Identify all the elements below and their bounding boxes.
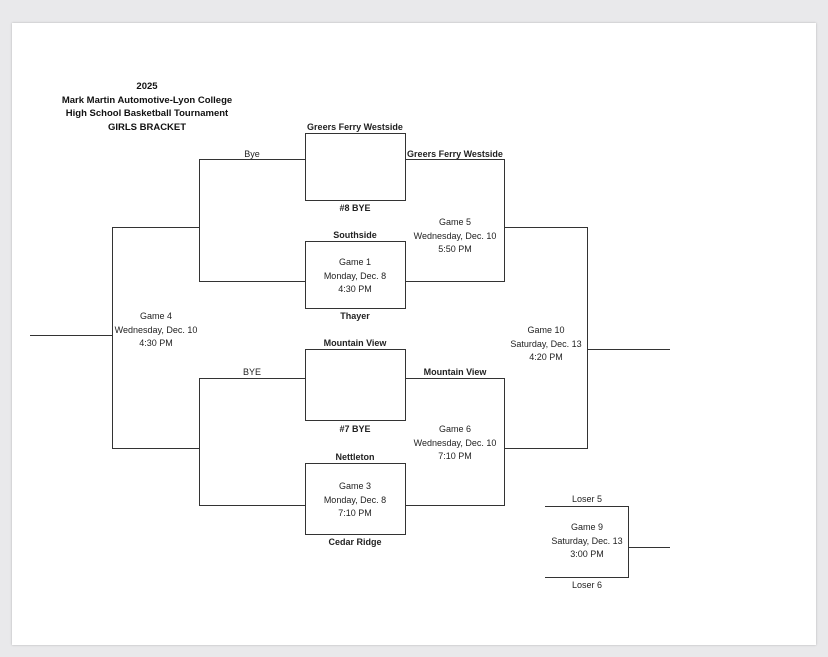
bracket-title: 2025 Mark Martin Automotive-Lyon College… bbox=[62, 80, 232, 134]
title-sponsor: Mark Martin Automotive-Lyon College bbox=[61, 94, 233, 106]
game4-date: Wednesday, Dec. 10 bbox=[114, 324, 198, 335]
game1-name: Game 1 bbox=[338, 257, 371, 267]
game3-name: Game 3 bbox=[338, 481, 371, 491]
game5-time: 5:50 PM bbox=[438, 244, 472, 254]
team-cedar-ridge: Cedar Ridge bbox=[328, 537, 382, 547]
game3-time: 7:10 PM bbox=[338, 508, 372, 518]
team-nettleton: Nettleton bbox=[335, 452, 375, 462]
game10-date: Saturday, Dec. 13 bbox=[510, 338, 582, 349]
game10-name: Game 10 bbox=[527, 325, 565, 335]
bye-label-bottom: BYE bbox=[242, 367, 262, 377]
game4-name: Game 4 bbox=[139, 311, 172, 321]
game4-bottom-bracket bbox=[199, 378, 305, 506]
advance-mountain-view: Mountain View bbox=[423, 367, 487, 377]
seed-7-bye: #7 BYE bbox=[339, 424, 371, 434]
game6-date: Wednesday, Dec. 10 bbox=[413, 437, 497, 448]
game6-name: Game 6 bbox=[438, 424, 471, 434]
game10-time: 4:20 PM bbox=[529, 352, 563, 362]
game9-time: 3:00 PM bbox=[570, 549, 604, 559]
bye-box-top bbox=[305, 133, 406, 201]
game4-outer-bracket bbox=[112, 227, 199, 449]
game5-info: Game 5 Wednesday, Dec. 10 5:50 PM bbox=[414, 216, 497, 257]
bye-box-bottom bbox=[305, 349, 406, 421]
bye-label-top: Bye bbox=[244, 149, 260, 159]
game10-bracket bbox=[505, 227, 588, 449]
title-year: 2025 bbox=[136, 81, 158, 92]
loser-6-label: Loser 6 bbox=[571, 580, 603, 590]
team-southside: Southside bbox=[333, 230, 377, 240]
title-event: High School Basketball Tournament bbox=[65, 108, 229, 119]
game6-info: Game 6 Wednesday, Dec. 10 7:10 PM bbox=[414, 423, 497, 464]
game5-name: Game 5 bbox=[438, 217, 471, 227]
game1-info: Game 1 Monday, Dec. 8 4:30 PM bbox=[324, 256, 386, 297]
game9-date: Saturday, Dec. 13 bbox=[551, 535, 623, 546]
game3-box bbox=[305, 463, 406, 535]
game10-info: Game 10 Saturday, Dec. 13 4:20 PM bbox=[510, 324, 581, 365]
game6-bracket bbox=[406, 378, 505, 506]
team-thayer: Thayer bbox=[340, 311, 370, 321]
game1-date: Monday, Dec. 8 bbox=[323, 270, 387, 281]
loser-5-label: Loser 5 bbox=[571, 494, 603, 504]
game3-info: Game 3 Monday, Dec. 8 7:10 PM bbox=[324, 480, 386, 521]
game1-box bbox=[305, 241, 406, 309]
game9-bracket bbox=[545, 506, 629, 578]
bracket-sheet bbox=[12, 23, 816, 645]
advance-greers-ferry-westside: Greers Ferry Westside bbox=[407, 149, 503, 159]
game9-info: Game 9 Saturday, Dec. 13 3:00 PM bbox=[551, 521, 622, 562]
team-mountain-view: Mountain View bbox=[323, 338, 387, 348]
game6-time: 7:10 PM bbox=[438, 451, 472, 461]
seed-8-bye: #8 BYE bbox=[339, 203, 371, 213]
game5-bracket bbox=[406, 159, 505, 282]
game9-name: Game 9 bbox=[570, 522, 603, 532]
game4-info: Game 4 Wednesday, Dec. 10 4:30 PM bbox=[115, 310, 198, 351]
team-greers-ferry-westside: Greers Ferry Westside bbox=[307, 122, 403, 132]
game3-date: Monday, Dec. 8 bbox=[323, 494, 387, 505]
title-division: GIRLS BRACKET bbox=[107, 121, 187, 133]
game4-top-bracket bbox=[199, 159, 305, 282]
game4-time: 4:30 PM bbox=[139, 338, 173, 348]
game5-date: Wednesday, Dec. 10 bbox=[413, 230, 497, 241]
game1-time: 4:30 PM bbox=[338, 284, 372, 294]
